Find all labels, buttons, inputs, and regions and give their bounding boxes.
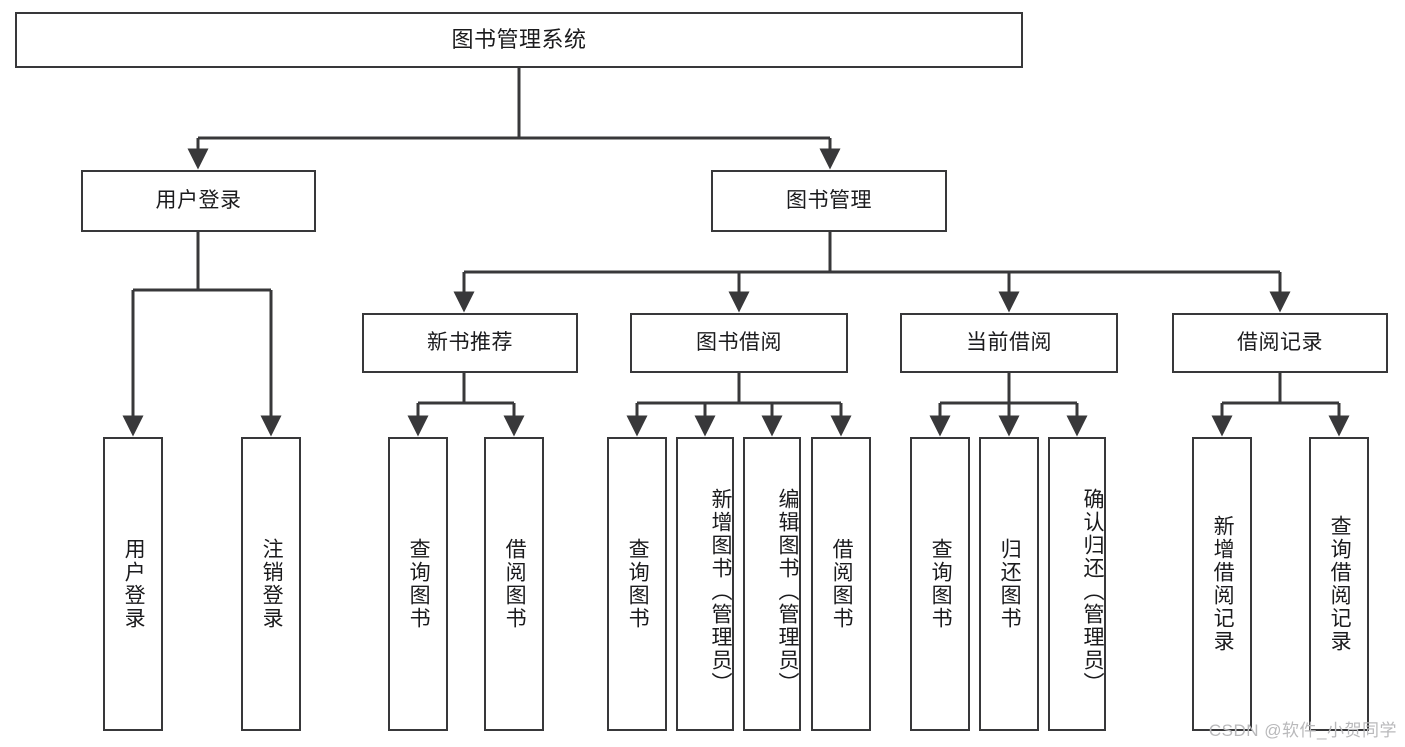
leaf-borrow-book-borrow[interactable]: 借阅图书 [811, 437, 871, 731]
leaf-query-book-new-recommend[interactable]: 查询图书 [388, 437, 448, 731]
leaf-query-borrow-record[interactable]: 查询借阅记录 [1309, 437, 1369, 731]
leaf-user-login[interactable]: 用户登录 [103, 437, 163, 731]
node-root[interactable]: 图书管理系统 [15, 12, 1023, 68]
leaf-query-book-borrow[interactable]: 查询图书 [607, 437, 667, 731]
leaf-confirm-return[interactable]: 确认归还（管理员） [1048, 437, 1106, 731]
node-book-borrow[interactable]: 图书借阅 [630, 313, 848, 373]
leaf-edit-book[interactable]: 编辑图书（管理员） [743, 437, 801, 731]
leaf-logout-login[interactable]: 注销登录 [241, 437, 301, 731]
node-user-login[interactable]: 用户登录 [81, 170, 316, 232]
node-new-book-recommend[interactable]: 新书推荐 [362, 313, 578, 373]
leaf-add-borrow-record[interactable]: 新增借阅记录 [1192, 437, 1252, 731]
leaf-borrow-book-new-recommend[interactable]: 借阅图书 [484, 437, 544, 731]
leaf-return-book[interactable]: 归还图书 [979, 437, 1039, 731]
leaf-query-book-current[interactable]: 查询图书 [910, 437, 970, 731]
leaf-add-book[interactable]: 新增图书（管理员） [676, 437, 734, 731]
node-current-borrow[interactable]: 当前借阅 [900, 313, 1118, 373]
node-borrow-record[interactable]: 借阅记录 [1172, 313, 1388, 373]
watermark: CSDN @软件_小贺同学 [1208, 721, 1397, 740]
node-book-management[interactable]: 图书管理 [711, 170, 947, 232]
